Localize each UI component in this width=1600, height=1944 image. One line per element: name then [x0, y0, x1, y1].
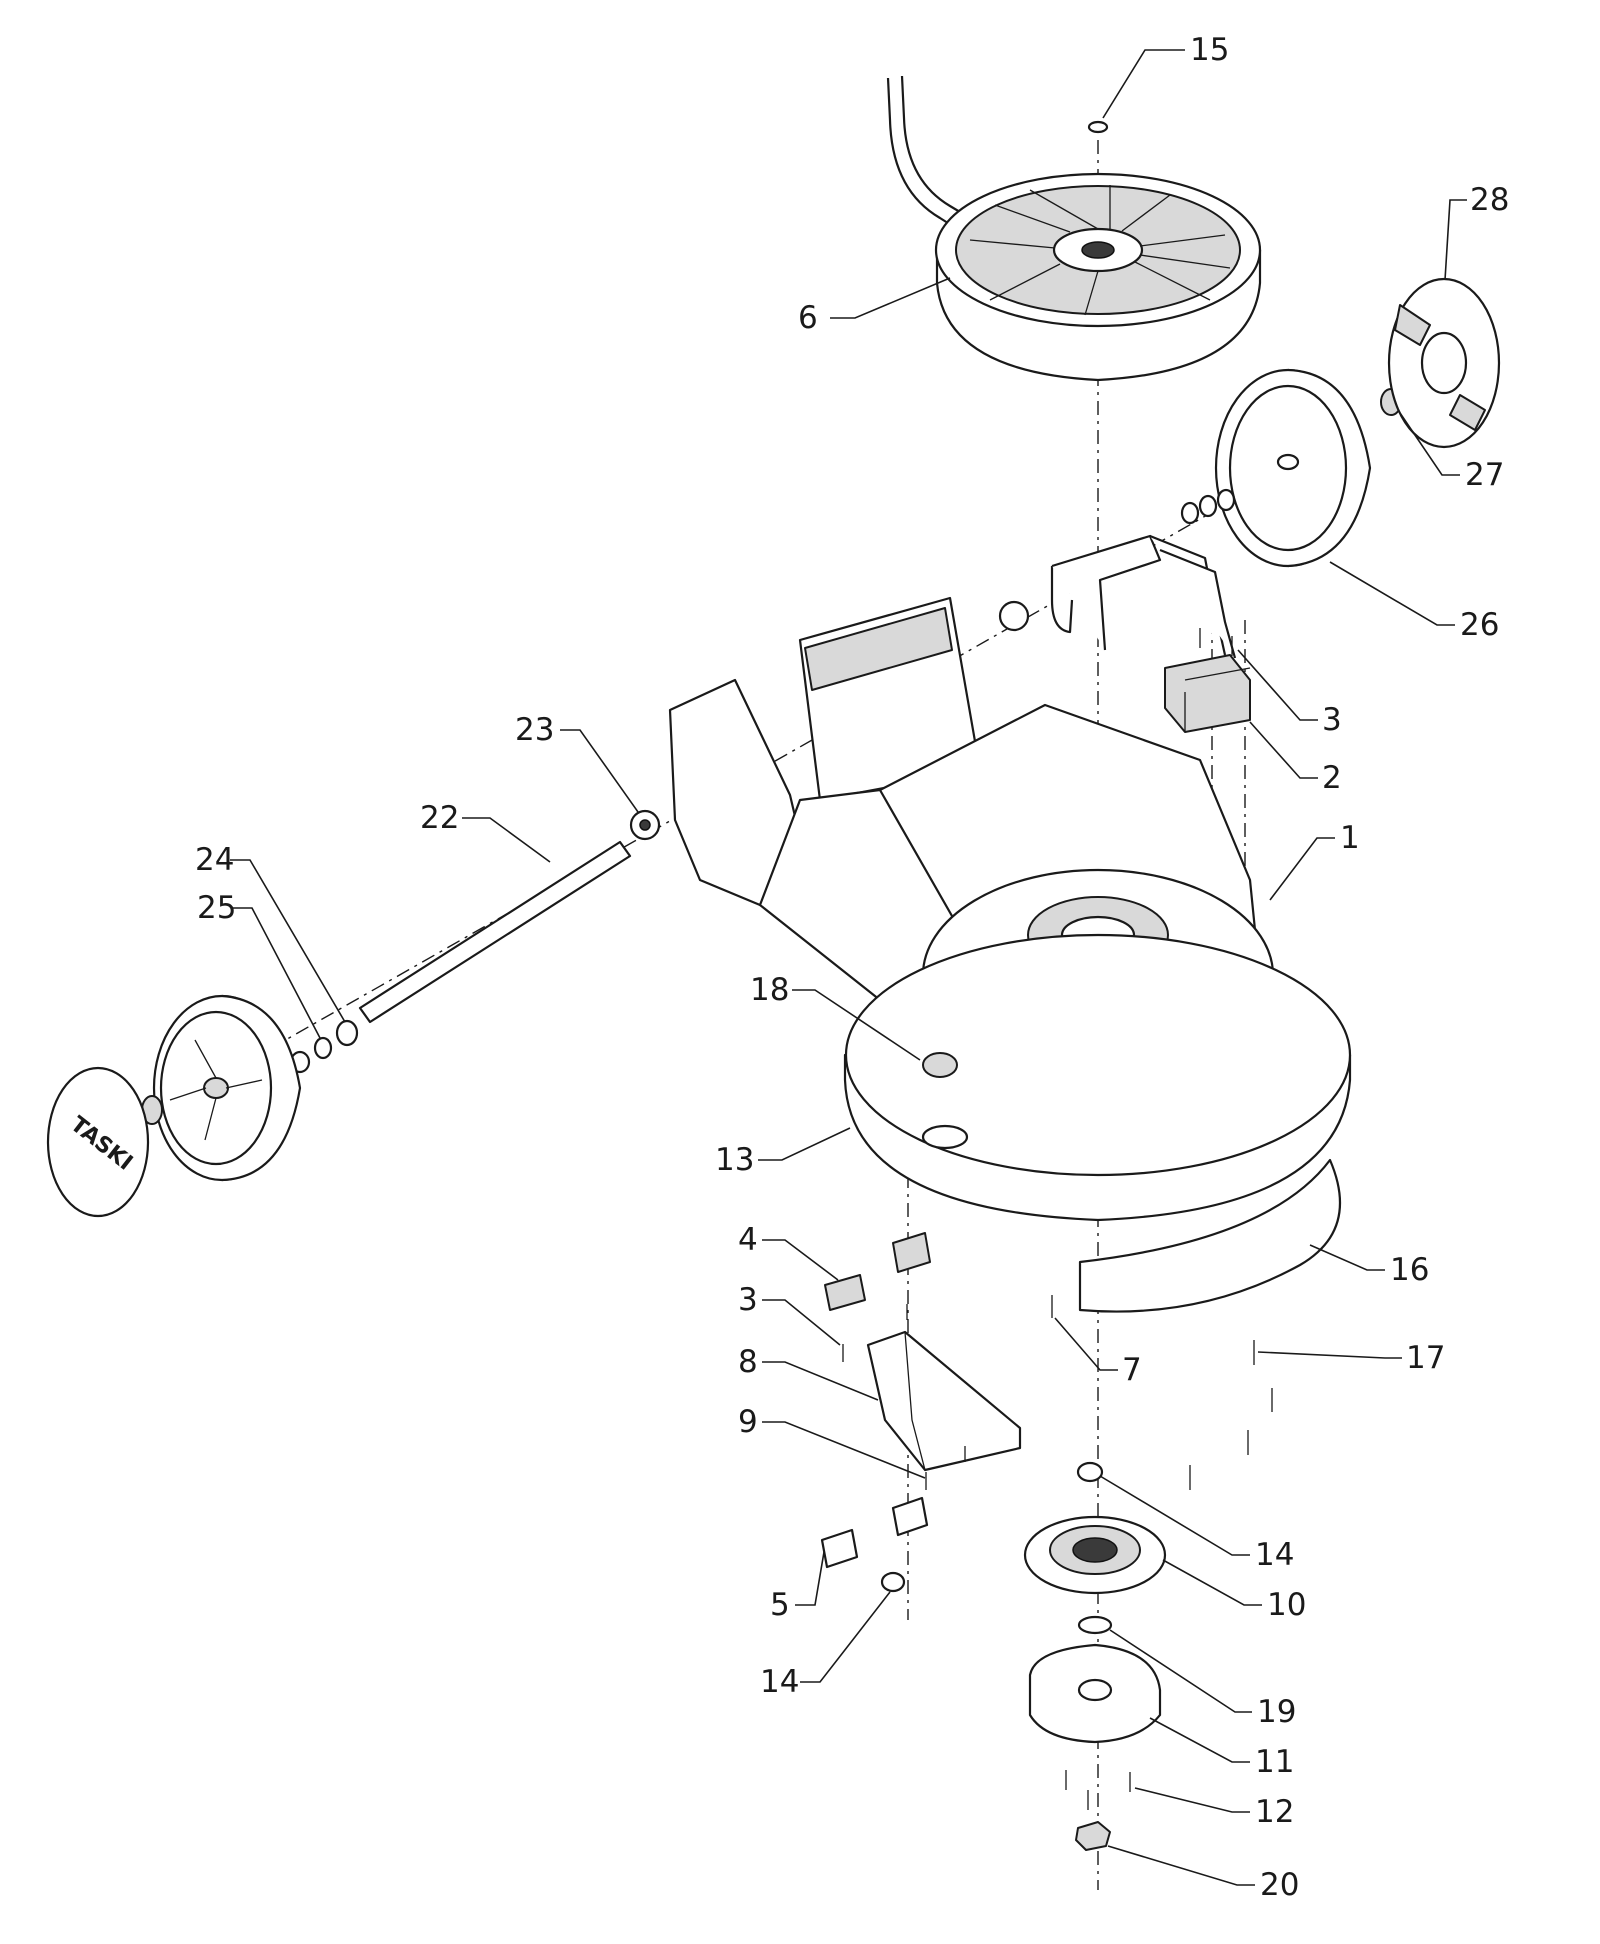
callout-8: 8 — [738, 1344, 758, 1380]
left-wheel-cap: TASKI — [46, 1066, 150, 1218]
callout-27: 27 — [1465, 457, 1504, 493]
callout-24: 24 — [195, 842, 234, 878]
callout-22: 22 — [420, 800, 459, 836]
axle-shaft — [358, 840, 632, 1024]
bushing-14-center — [1076, 1461, 1104, 1483]
callout-1: 1 — [1340, 820, 1360, 856]
left-wheel — [152, 994, 302, 1182]
clip-4-left — [824, 1274, 866, 1311]
base-plate-boss — [921, 1124, 969, 1150]
base-plate — [843, 933, 1352, 1222]
cable-cover — [866, 1330, 1022, 1472]
callout-3-top: 3 — [1322, 702, 1342, 738]
bumper — [1078, 1158, 1342, 1313]
drive-plate — [1023, 1515, 1167, 1595]
callout-4: 4 — [738, 1222, 758, 1258]
axle-washers — [1180, 488, 1236, 525]
switch-block — [1164, 654, 1251, 733]
callout-15: 15 — [1190, 32, 1229, 68]
axle-washer-24 — [335, 1019, 359, 1047]
pad-5-right — [891, 1496, 929, 1537]
callout-26: 26 — [1460, 607, 1499, 643]
callout-7: 7 — [1122, 1352, 1142, 1388]
handle-bracket — [1050, 534, 1237, 659]
callout-14-left: 14 — [760, 1664, 799, 1700]
callout-11: 11 — [1255, 1744, 1294, 1780]
callout-20: 20 — [1260, 1867, 1299, 1903]
callout-19: 19 — [1257, 1694, 1296, 1730]
top-washer — [1087, 120, 1109, 134]
washer-19 — [1077, 1615, 1113, 1635]
wheel-cap-right — [1387, 277, 1501, 449]
callout-25: 25 — [197, 890, 236, 926]
callout-6: 6 — [798, 300, 818, 336]
bushing-14-left — [880, 1571, 906, 1593]
callout-9: 9 — [738, 1404, 758, 1440]
leader-lines — [230, 49, 1467, 1886]
callout-28: 28 — [1470, 182, 1509, 218]
axle-washer-25 — [313, 1036, 333, 1060]
bushing-left-hole — [639, 819, 651, 831]
callout-23: 23 — [515, 712, 554, 748]
callout-14-center: 14 — [1255, 1537, 1294, 1573]
motor-cover — [886, 75, 1262, 382]
callout-5: 5 — [770, 1587, 790, 1623]
callout-2: 2 — [1322, 760, 1342, 796]
callout-labels: 15 28 6 27 26 3 2 1 23 22 24 25 18 13 16… — [195, 32, 1509, 1903]
callout-16: 16 — [1390, 1252, 1429, 1288]
right-wheel — [1214, 368, 1372, 568]
callout-12: 12 — [1255, 1794, 1294, 1830]
pad-5-left — [820, 1528, 859, 1569]
clutch-plate — [1028, 1643, 1162, 1744]
callout-18: 18 — [750, 972, 789, 1008]
callout-17: 17 — [1406, 1340, 1445, 1376]
callout-13: 13 — [715, 1142, 754, 1178]
base-knob — [922, 1052, 958, 1078]
bushing-right — [998, 600, 1030, 632]
callout-10: 10 — [1267, 1587, 1306, 1623]
nut-20 — [1075, 1821, 1111, 1851]
clip-4-right — [892, 1232, 931, 1273]
callout-3-low: 3 — [738, 1282, 758, 1318]
